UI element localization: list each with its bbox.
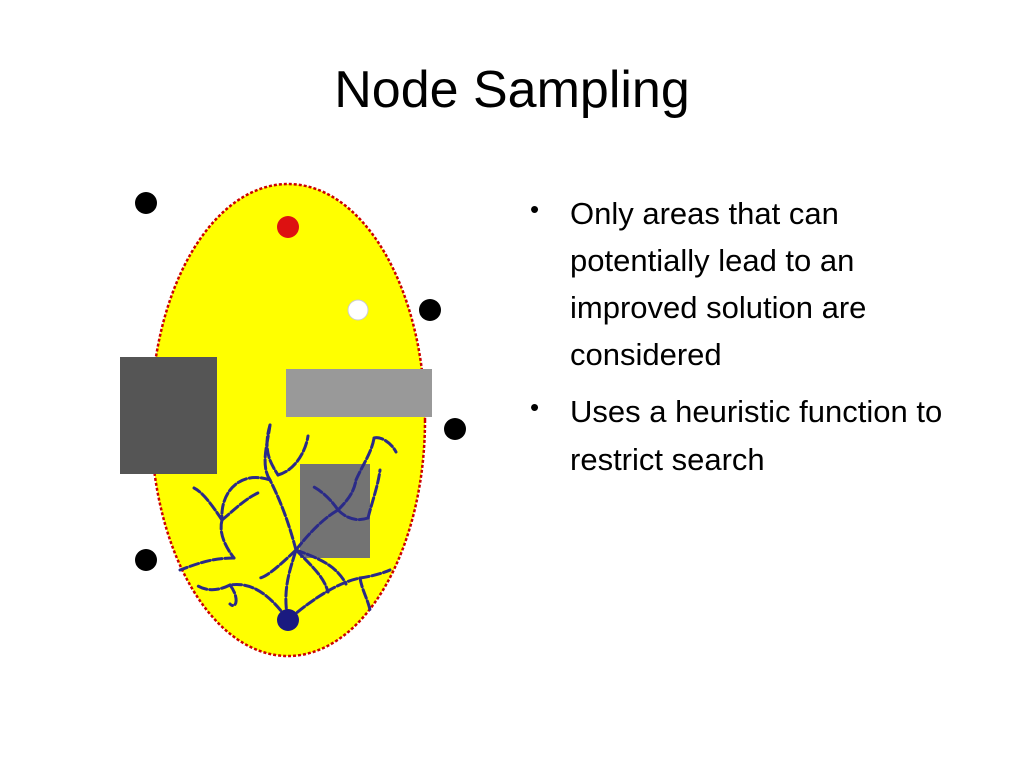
tree-branch	[219, 518, 236, 560]
tree-branch	[372, 436, 398, 454]
candidate-node	[347, 299, 369, 321]
node-sampling-diagram	[120, 182, 466, 658]
tree-branch	[336, 478, 358, 512]
tree-branch	[220, 490, 262, 522]
tree-branch	[336, 508, 370, 522]
tree-branch	[228, 583, 238, 607]
bullet-marker: •	[530, 392, 540, 423]
outside-node	[444, 418, 466, 440]
tree-branch	[192, 486, 224, 522]
start-node	[277, 609, 299, 631]
goal-node	[277, 216, 299, 238]
outside-node	[135, 549, 157, 571]
tree-branch	[220, 476, 272, 522]
obstacle-left	[120, 357, 217, 474]
slide-title: Node Sampling	[334, 61, 690, 119]
bullet-text: Uses a heuristic function to restrict se…	[570, 394, 943, 477]
tree-branch	[354, 436, 376, 482]
bullet-marker: •	[530, 194, 540, 224]
tree-branch	[196, 583, 232, 592]
tree-branch	[358, 576, 372, 612]
tree-branch	[310, 484, 340, 512]
tree-branch	[366, 468, 382, 520]
bullet-text: Only areas that can potentially lead to …	[570, 196, 867, 373]
tree-branch	[294, 548, 330, 594]
search-tree	[178, 423, 398, 622]
tree-branch	[294, 508, 340, 552]
outside-node	[419, 299, 441, 321]
tree-branch	[276, 434, 310, 477]
tree-branch	[265, 423, 280, 477]
bullet-list: • Only areas that can potentially lead t…	[530, 190, 970, 493]
tree-branch	[258, 548, 298, 580]
tree-branch	[294, 548, 348, 586]
outside-node	[135, 192, 157, 214]
bullet-item: • Uses a heuristic function to restrict …	[530, 388, 970, 482]
tree-branch	[268, 478, 298, 552]
bullet-item: • Only areas that can potentially lead t…	[530, 190, 970, 378]
obstacle-right-bar	[286, 369, 432, 417]
tree-branch	[358, 568, 392, 580]
tree-branch	[178, 556, 236, 572]
